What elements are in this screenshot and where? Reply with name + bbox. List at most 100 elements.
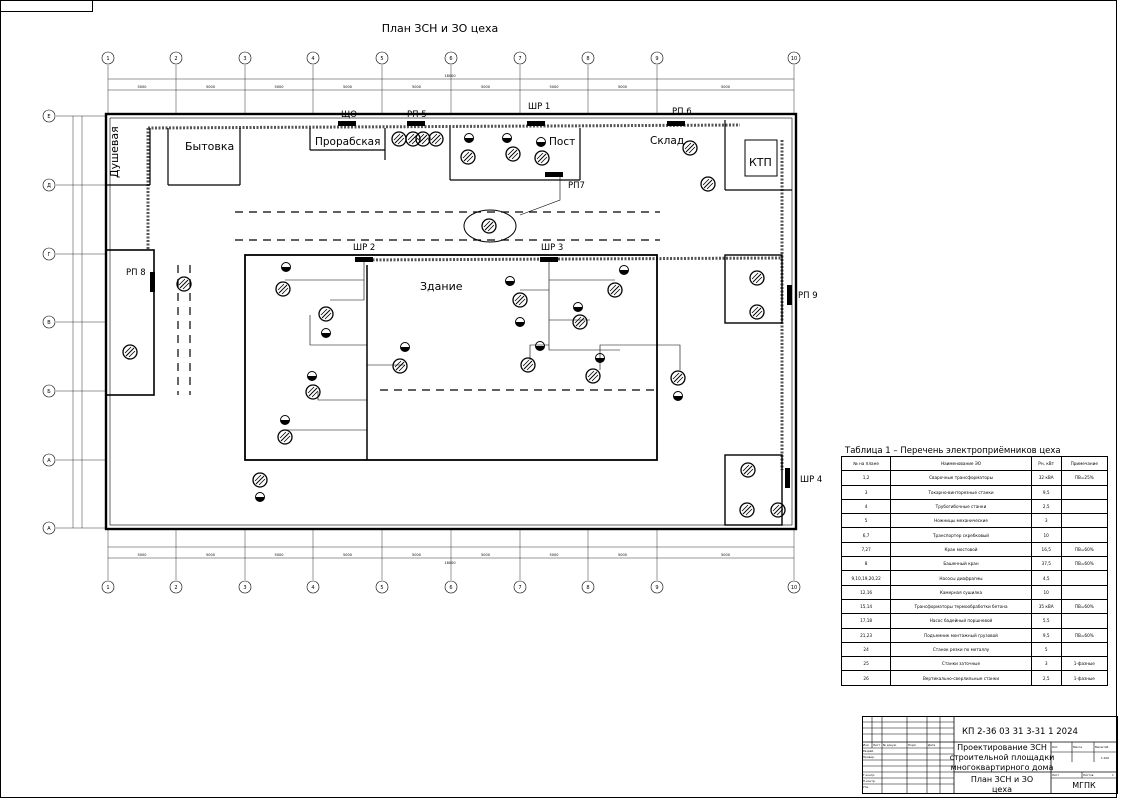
table-cell: 17,18	[840, 613, 892, 629]
axis-label-left: В	[47, 320, 51, 326]
room-label-shed: Бытовка	[185, 140, 234, 153]
equipment-symbol	[512, 292, 528, 308]
stamp-col-sign: Подп.	[908, 743, 917, 747]
axis-label-left: Д	[47, 183, 51, 189]
table-cell: Подъемник монтажный грузовой	[890, 627, 1032, 643]
table-cell: Трубогибочные станки	[890, 498, 1032, 515]
axis-marker-bottom	[581, 580, 595, 594]
axis-marker-left	[42, 521, 56, 535]
socket-symbol	[595, 353, 605, 363]
axis-marker-bottom	[444, 580, 458, 594]
axis-marker-left	[42, 178, 56, 192]
table-cell: 37,5	[1030, 556, 1062, 572]
table-cell: 8	[840, 556, 892, 572]
table-cell: Транспортер скребковый	[890, 527, 1032, 543]
axis-label-top: 2	[174, 56, 177, 62]
axis-marker-top	[787, 51, 801, 65]
table-cell: 2,5	[1030, 498, 1062, 515]
axis-marker-bottom	[513, 580, 527, 594]
table-cell	[1060, 527, 1109, 543]
axis-marker-top	[650, 51, 664, 65]
equipment-symbol	[700, 176, 716, 192]
building-outline: Здание	[244, 254, 658, 461]
stamp-document-code: КП 2-36 03 31 3-31 1 2024	[962, 727, 1078, 737]
table-cell: ПВ=60%	[1060, 627, 1109, 643]
table-cell: ПВ=60%	[1060, 541, 1109, 558]
table-cell: Токарно-винторезные станки	[890, 484, 1032, 500]
equipment-symbol	[749, 270, 765, 286]
panel-label-rp6: РП 6	[672, 107, 692, 117]
axis-label-left: А	[47, 526, 51, 532]
panels	[150, 121, 792, 488]
equipment-symbol	[252, 472, 268, 488]
table-cell: 1,2	[840, 470, 892, 486]
panel-labels: ЩО РП 5 ШР 1 РП 6 РП7 РП 8 ШР 2 ШР 3 РП …	[126, 102, 822, 485]
axis-label-bottom: 5	[380, 585, 383, 591]
table-cell: 32 кВА	[1030, 470, 1062, 486]
stamp-scale-header: Масштаб	[1095, 745, 1109, 749]
span-dimension: 5000	[721, 553, 730, 557]
equipment-symbol	[122, 344, 138, 360]
stamp-role: Н.контр.	[863, 779, 876, 783]
table-cell: 6,7	[840, 527, 892, 543]
stamp-sheets-value: 1	[1112, 773, 1114, 777]
axis-label-bottom: 6	[449, 585, 452, 591]
table-cell: ПВ=60%	[1060, 598, 1109, 615]
table-cell	[1060, 584, 1109, 600]
span-dimension: 5000	[721, 85, 730, 89]
table-cell: ПВ=60%	[1060, 556, 1109, 572]
table-cell: 9,5	[1030, 484, 1062, 500]
equipment-symbol	[392, 358, 408, 374]
axis-marker-top	[169, 51, 183, 65]
axis-label-bottom: 7	[518, 585, 521, 591]
axis-marker-top	[581, 51, 595, 65]
axis-marker-bottom	[101, 580, 115, 594]
equipment-symbol	[585, 368, 601, 384]
span-dimension: 5000	[412, 553, 421, 557]
span-dimension: 5000	[618, 85, 627, 89]
table-cell: 2,5	[1030, 670, 1062, 686]
axis-marker-left	[42, 247, 56, 261]
table-cell: 5	[840, 513, 892, 529]
table-cell	[1060, 484, 1109, 500]
socket-symbol	[307, 371, 317, 381]
equipment-symbol	[318, 306, 334, 322]
panel-label-shr2: ШР 2	[353, 243, 375, 253]
span-dimension: 5000	[206, 553, 215, 557]
table-cell: Кран мостовой	[890, 541, 1032, 558]
stamp-role: Утв.	[863, 785, 869, 789]
equipment-symbol	[305, 384, 321, 400]
table-cell: 16,5	[1030, 541, 1062, 558]
equipment-symbol	[275, 281, 291, 297]
axis-label-bottom: 8	[586, 585, 589, 591]
equipment-symbol	[520, 357, 536, 373]
axis-marker-top	[375, 51, 389, 65]
axis-label-left: Б	[47, 389, 51, 395]
table-header-cell: № на плане	[840, 455, 892, 472]
axis-label-bottom: 9	[655, 585, 658, 591]
axis-marker-bottom	[238, 580, 252, 594]
table-cell: 12,16	[840, 584, 892, 600]
crane-track	[235, 209, 660, 243]
table-cell: 9,5	[1030, 627, 1062, 643]
equipment-symbol	[428, 131, 444, 147]
table-cell: Вертикально-сверлильные станки	[890, 670, 1032, 686]
axis-marker-bottom	[169, 580, 183, 594]
table-cell: Насос бадейный поршневой	[890, 613, 1032, 629]
table-cell: 5,5	[1030, 613, 1062, 629]
table-cell: 5	[1030, 641, 1062, 658]
stamp-role: Провер.	[863, 755, 875, 759]
axis-marker-top	[513, 51, 527, 65]
equipment-symbol	[749, 304, 765, 320]
stamp-project-line: Проектирование ЗСН	[957, 743, 1047, 752]
